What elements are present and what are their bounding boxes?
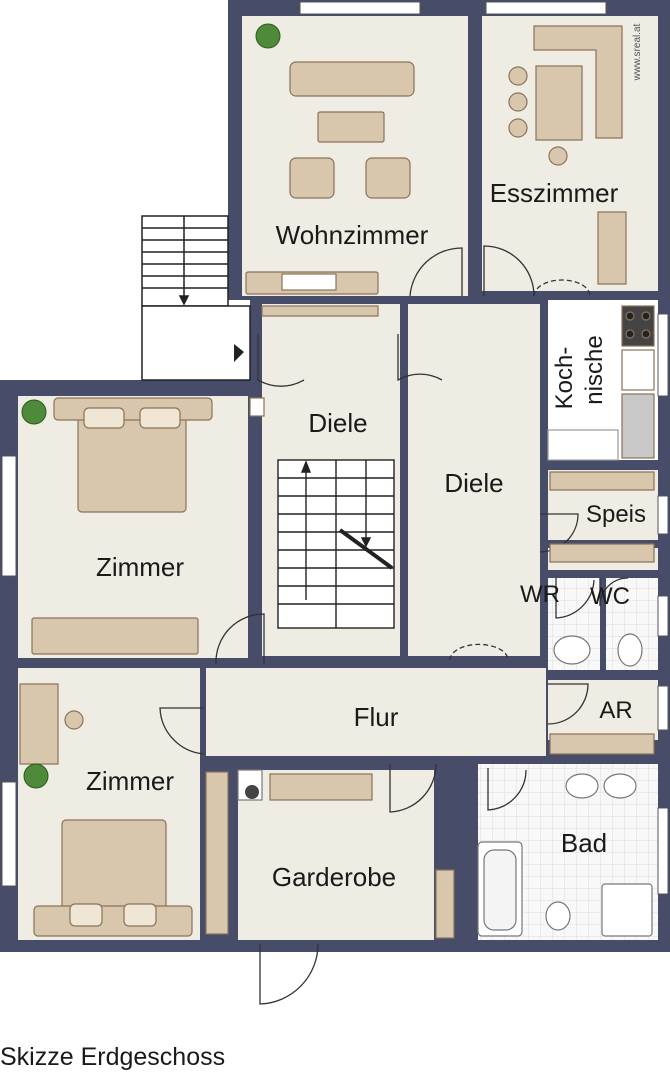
label-zimmer-top: Zimmer	[96, 552, 184, 582]
floor-plan: Wohnzimmer Esszimmer Koch- nische Diele …	[0, 0, 670, 1005]
furniture	[19, 25, 655, 939]
label-kochnische-1: Koch-	[551, 347, 578, 410]
label-kochnische-2: nische	[581, 335, 608, 404]
label-wohnzimmer: Wohnzimmer	[276, 220, 429, 250]
label-bad: Bad	[561, 828, 607, 858]
interior-stairs	[277, 459, 395, 629]
label-esszimmer: Esszimmer	[490, 178, 619, 208]
caption: Skizze Erdgeschoss	[0, 1043, 226, 1071]
windows	[1, 1, 669, 895]
plant-icon	[21, 23, 281, 789]
label-speis: Speis	[586, 501, 646, 528]
label-zimmer-bottom: Zimmer	[86, 766, 174, 796]
label-wc: WC	[590, 583, 630, 610]
label-garderobe: Garderobe	[272, 862, 396, 892]
label-diele-top: Diele	[308, 408, 367, 438]
watermark: www.sreal.at	[632, 23, 643, 81]
label-flur: Flur	[354, 702, 399, 732]
door-swings	[159, 245, 629, 1005]
label-diele-right: Diele	[444, 468, 503, 498]
label-wr: WR	[520, 581, 560, 608]
room-labels: Wohnzimmer Esszimmer Koch- nische Diele …	[86, 23, 646, 892]
label-ar: AR	[599, 697, 632, 724]
outdoor-stairs	[141, 215, 251, 381]
